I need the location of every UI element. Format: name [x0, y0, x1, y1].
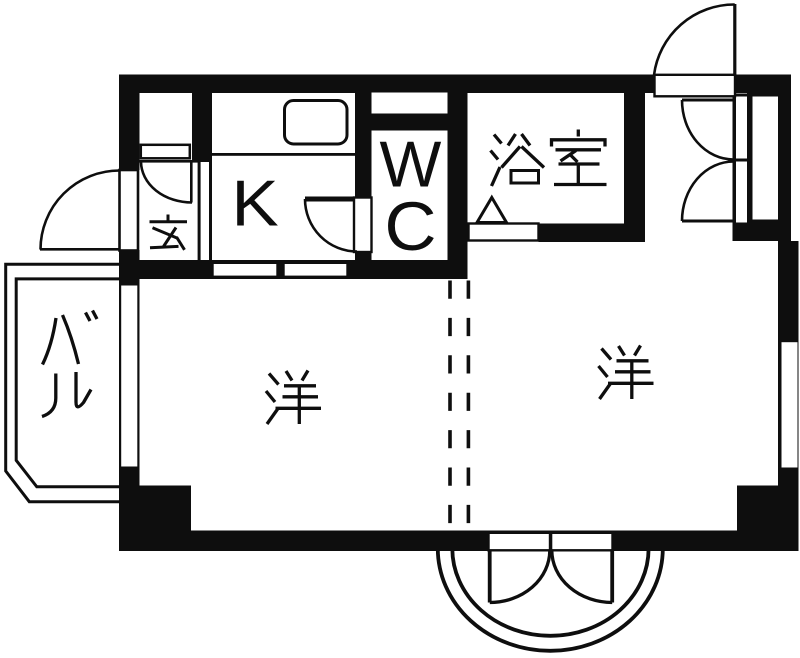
- svg-text:C: C: [384, 188, 436, 265]
- svg-text:K: K: [231, 169, 278, 240]
- svg-text:W: W: [380, 128, 442, 200]
